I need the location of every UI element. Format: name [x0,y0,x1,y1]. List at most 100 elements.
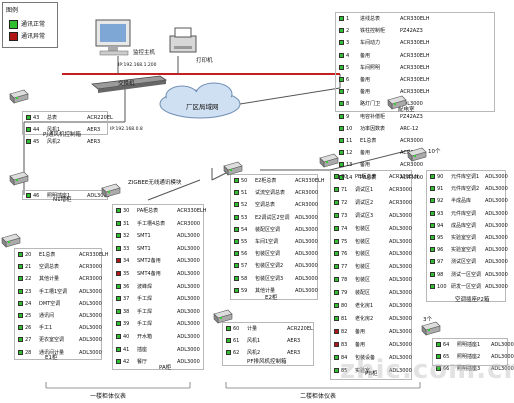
gateway-device-icon[interactable] [0,232,22,248]
gateway-device-icon[interactable] [318,152,340,168]
meter-name: 插座 [137,346,148,353]
meter-name: 手工槽4总表 [137,220,166,227]
gateway-device-icon[interactable] [212,308,234,324]
meter-model: ACR330ELH [400,52,430,59]
meter-name: 实验室空调 [451,235,477,241]
status-indicator-icon [26,192,31,198]
gateway-device-icon[interactable] [222,160,244,176]
monitor-icon [95,19,131,56]
gateway-device-icon[interactable] [8,88,30,104]
status-indicator-icon [436,354,441,360]
gateway-device-icon[interactable] [420,320,442,336]
gateway-device-icon[interactable] [386,94,408,110]
gateway-device-icon[interactable] [100,182,122,198]
normal-swatch-icon [9,20,18,29]
gateway-device-icon[interactable] [8,170,30,186]
meter-number: 55 [241,239,248,245]
gateway-device-icon[interactable] [406,146,428,162]
meter-number: 93 [437,210,444,217]
